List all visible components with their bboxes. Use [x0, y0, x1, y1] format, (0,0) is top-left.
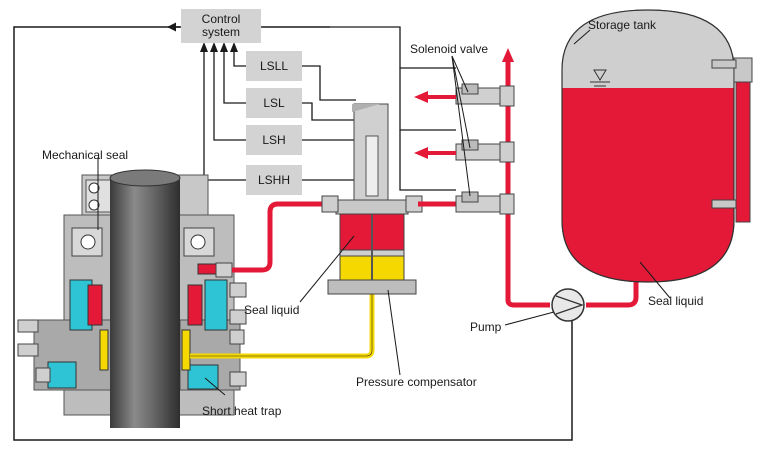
mechanical-seal-label: Mechanical seal: [42, 148, 129, 162]
control-system-box: Control system: [181, 9, 261, 43]
seal-liquid-compensator-label: Seal liquid: [244, 303, 300, 317]
pump: [551, 288, 585, 322]
pump-label: Pump: [470, 320, 502, 334]
storage-tank-label: Storage tank: [588, 18, 657, 32]
seal-liquid-tank-label: Seal liquid: [648, 294, 704, 308]
solenoid-valve-label: Solenoid valve: [410, 42, 489, 56]
short-heat-trap-label: Short heat trap: [202, 404, 282, 418]
level-switch-signal-lines: [203, 48, 357, 181]
leader-lines: [97, 29, 671, 396]
pressure-compensator: [321, 103, 423, 295]
control-loop-line: [13, 26, 573, 441]
lshh-box: LSHH: [246, 165, 302, 195]
solenoid-valves: [455, 83, 515, 215]
solenoid-signal-line: [330, 26, 456, 69]
mechanical-seal-assembly: [17, 169, 247, 428]
lsll-box: LSLL: [246, 51, 302, 81]
lsh-box: LSH: [246, 125, 302, 155]
seal-liquid-line: [232, 201, 326, 273]
pressure-compensator-label: Pressure compensator: [356, 375, 477, 389]
storage-tank: [561, 9, 753, 283]
lsl-box: LSL: [246, 88, 302, 118]
